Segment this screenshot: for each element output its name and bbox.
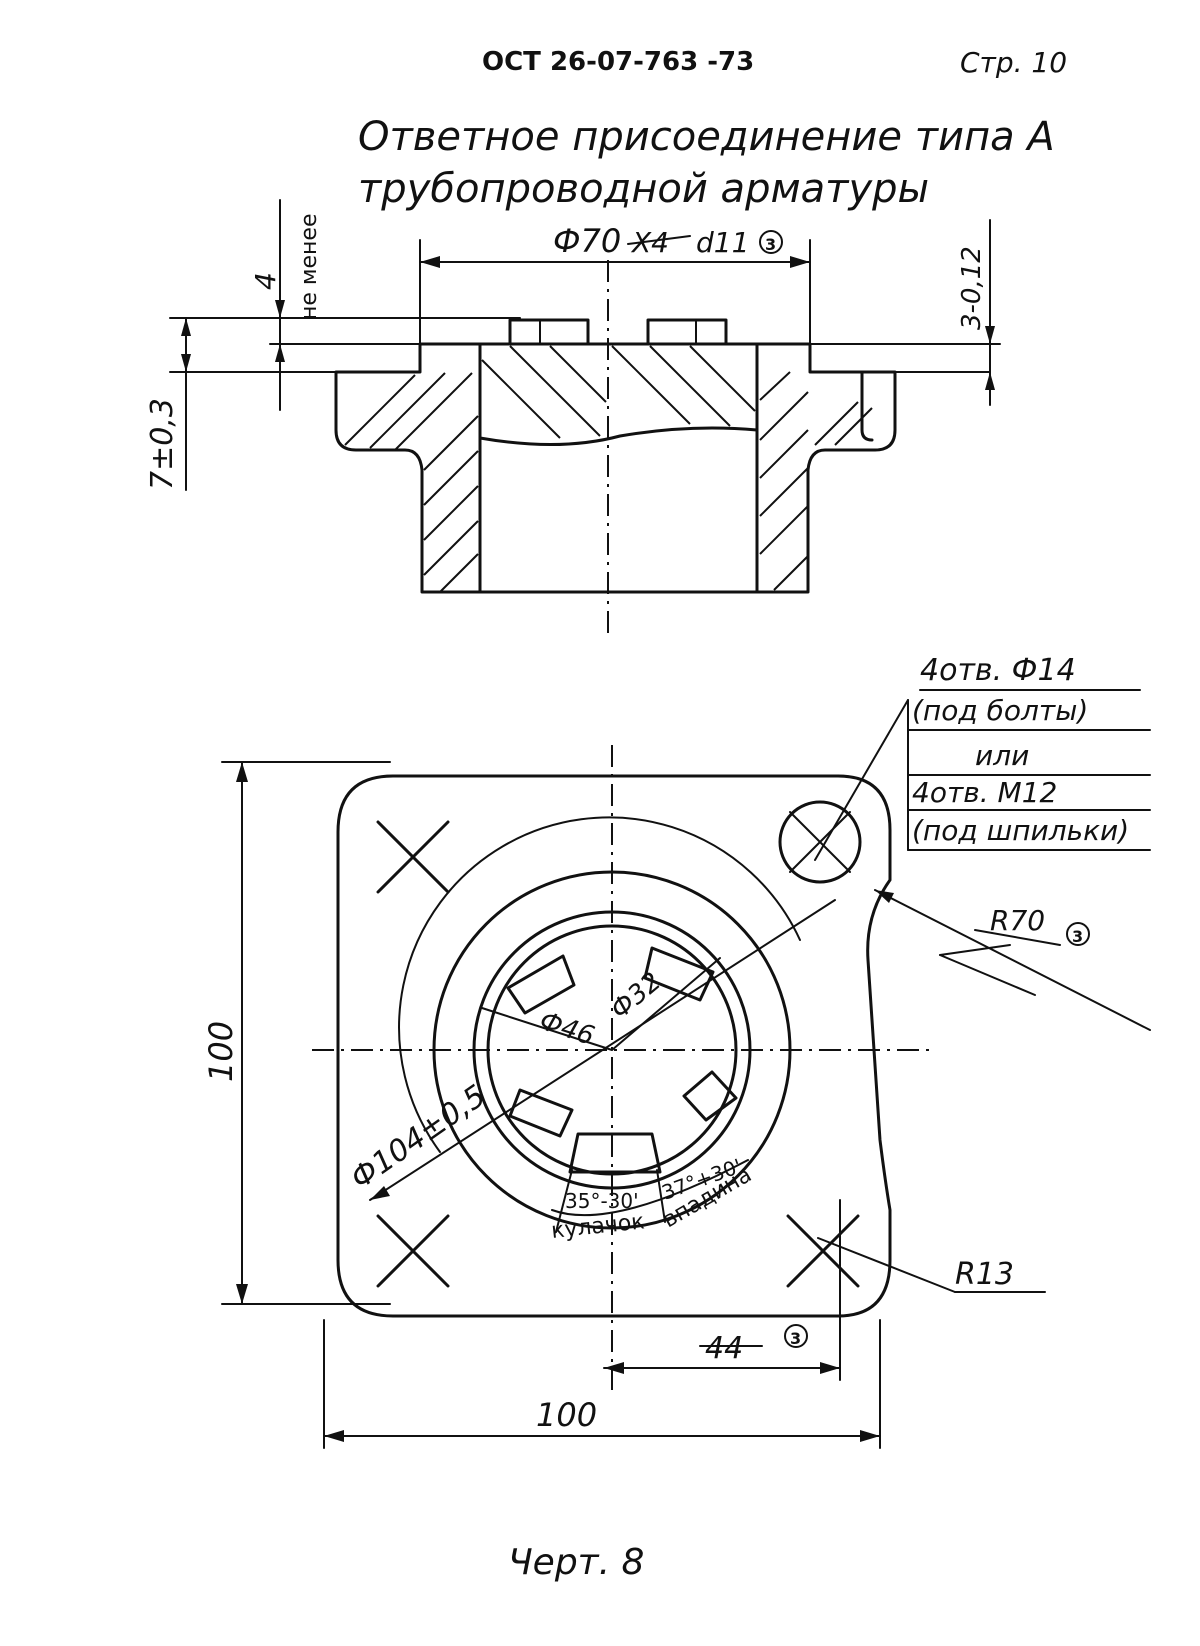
r70-leader	[874, 889, 1151, 1031]
r70-revision-circle	[1066, 922, 1090, 946]
corner-mark-bl-b	[376, 1214, 450, 1288]
plan-height-arrow-top	[236, 762, 248, 782]
bore-circle-46	[472, 910, 752, 1190]
depth-arrow-top	[275, 300, 285, 318]
angle-line-mid	[656, 1169, 666, 1223]
height-value: 7±0,3	[145, 398, 180, 490]
r70-hatch-a	[939, 944, 1011, 956]
bolt-hole-cross-b	[789, 811, 851, 873]
dia46-leader	[481, 1007, 613, 1051]
standard-number: ОСТ 26-07-763 -73	[482, 47, 754, 77]
depth-value: 4	[249, 272, 282, 290]
r70-label: R70	[990, 904, 1045, 937]
dia104-leader	[369, 899, 836, 1201]
width-label: 100	[536, 1396, 597, 1434]
r70-revision-mark: 3	[1072, 927, 1083, 946]
flange-outline	[334, 342, 897, 594]
flange-plan-outline	[336, 774, 892, 1318]
hatch-plug	[481, 345, 756, 439]
dia32-label: Ф32	[605, 967, 667, 1026]
callout-line-1: 4отв. Ф14	[920, 653, 1076, 688]
dim44-arrow-right	[820, 1362, 840, 1374]
dim44-label: 44	[705, 1331, 743, 1366]
callout-line-3: или	[975, 739, 1029, 772]
dim44-revision-mark: 3	[790, 1329, 801, 1348]
r70-hatch-b	[939, 954, 1036, 996]
corner-mark-br-b	[786, 1214, 860, 1288]
dia70-revision-circle	[759, 230, 783, 254]
r70-arrow	[875, 890, 894, 903]
dim44-arrow-left	[604, 1362, 624, 1374]
drawing-caption: Черт. 8	[508, 1542, 644, 1583]
angle-line-left	[555, 1169, 573, 1233]
dia70-label: Ф70	[553, 222, 621, 260]
cam-label: кулачок	[550, 1209, 646, 1244]
cam-slot-upper-left	[506, 954, 576, 1015]
depth-note: не менее	[297, 214, 322, 321]
callout-line-4: 4отв. М12	[912, 776, 1057, 809]
hatch-left-wall	[344, 372, 479, 593]
dia70-arrow-left	[420, 256, 440, 268]
angle-arc	[551, 1159, 749, 1217]
plug-break-line	[478, 426, 759, 446]
plan-height-label: 100	[202, 1021, 240, 1082]
callout-line-5: (под шпильки)	[912, 814, 1129, 847]
bolt-circle-arc	[398, 816, 801, 1153]
height-arrow-top	[181, 318, 191, 336]
flange-step-right	[860, 370, 874, 442]
dia32-leader	[611, 957, 721, 1051]
corner-mark-tl-b	[376, 820, 450, 894]
dim44-revision-circle	[784, 1324, 808, 1348]
cam-right	[646, 318, 728, 346]
inner-circle	[486, 924, 738, 1176]
title-line-1: Ответное присоединение типа А	[358, 114, 1055, 160]
dia104-arrow	[370, 1186, 390, 1200]
cam-slot-upper-right	[643, 946, 715, 1002]
width-arrow-right	[860, 1430, 880, 1442]
dia104-label: Ф104±0,5	[345, 1078, 493, 1196]
dia46-label: Ф46	[536, 1006, 598, 1052]
step-arrow-top	[985, 326, 995, 344]
page-number: Стр. 10	[960, 46, 1067, 79]
hole-callout-leader	[814, 699, 909, 861]
dia70-strike-line	[627, 235, 691, 245]
plan-view: 35°-30' 37°+30' кулачок впадина Ф46 Ф32 …	[202, 653, 1151, 1449]
cam-slot-bottom	[568, 1132, 662, 1174]
dia70-arrow-right	[790, 256, 810, 268]
plan-height-arrow-bottom	[236, 1284, 248, 1304]
bolt-hole	[778, 800, 862, 884]
dia70-fit: d11	[696, 226, 749, 259]
outer-ring	[432, 870, 792, 1230]
cam-left	[508, 318, 590, 346]
hatch-right-wall	[759, 371, 873, 591]
title-line-2: трубопроводной арматуры	[358, 166, 929, 212]
callout-line-2: (под болты)	[912, 694, 1088, 727]
section-view: Ф70 Х4 d11 3	[145, 199, 1001, 640]
step-arrow-bottom	[985, 372, 995, 390]
cam-slot-lower-left	[508, 1088, 574, 1138]
r13-label: R13	[955, 1257, 1014, 1292]
cam-slot-lower-right	[682, 1070, 738, 1122]
r70-strike-line	[974, 929, 1061, 946]
depth-arrow-bottom	[275, 344, 285, 362]
height-arrow-bottom	[181, 354, 191, 372]
width-arrow-left	[324, 1430, 344, 1442]
dia70-revision-mark: 3	[765, 235, 776, 254]
angle-cam-value: 35°-30'	[565, 1189, 639, 1213]
step-value: 3-0,12	[957, 246, 987, 330]
